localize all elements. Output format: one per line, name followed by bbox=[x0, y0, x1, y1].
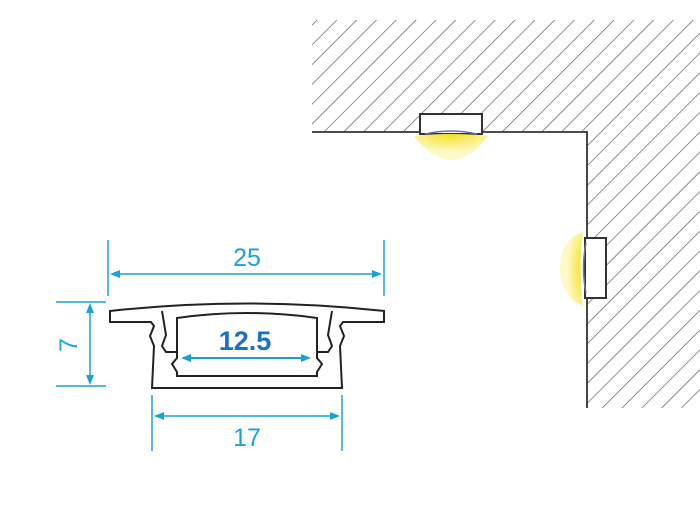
wall-mounted-profile bbox=[560, 232, 607, 306]
dimension-inner-width: 12.5 bbox=[181, 326, 311, 362]
height-label: 7 bbox=[55, 338, 83, 352]
wall-installation-illustration bbox=[312, 20, 700, 408]
overall-width-label: 25 bbox=[233, 244, 261, 272]
light-glow-left bbox=[560, 232, 583, 306]
ceiling-mounted-profile bbox=[414, 113, 488, 160]
dimension-height: 7 bbox=[55, 301, 106, 387]
profile-cross-section bbox=[109, 302, 385, 389]
inner-cavity bbox=[170, 312, 324, 377]
light-glow-down bbox=[414, 134, 488, 160]
dimension-base-width: 17 bbox=[151, 395, 343, 452]
dimension-overall-width: 25 bbox=[107, 240, 385, 296]
inner-width-label: 12.5 bbox=[219, 326, 272, 356]
hatched-wall bbox=[312, 20, 700, 408]
wall-edge bbox=[312, 131, 588, 408]
base-width-label: 17 bbox=[233, 424, 261, 452]
